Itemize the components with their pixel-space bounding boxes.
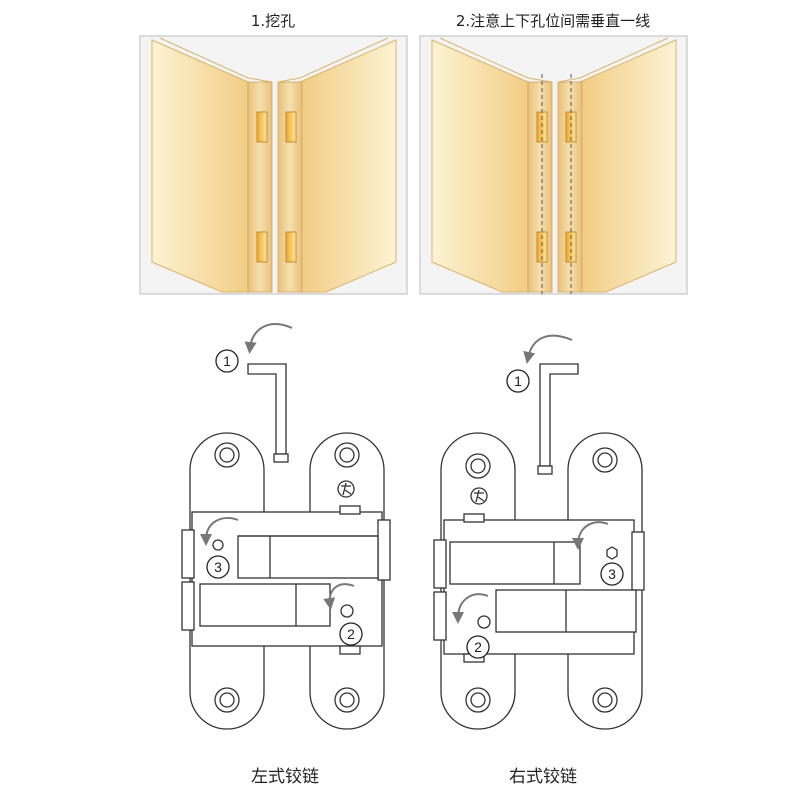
step-1-label: 1.挖孔 [250,12,296,30]
step-marker-2: 2 [339,622,363,646]
brand-logo-icon [470,487,488,505]
right-door-panel [299,39,397,293]
hinge-body [443,519,635,655]
hinge-arm [237,535,379,579]
step-2-label: 2.注意上下孔位间需垂直一线 [455,12,651,30]
brand-logo-icon [337,480,355,498]
step-marker-1: 1 [215,349,239,373]
screw-hole [214,687,240,713]
svg-text:2: 2 [474,639,482,655]
step-2-illustration [419,35,688,295]
rotate-arrow [244,323,293,354]
hex-key [537,363,579,475]
hole-slot [285,111,297,143]
screw-hole [592,687,618,713]
step-marker-3: 3 [600,562,624,586]
hinge-arm [449,541,581,585]
step-marker-3: 3 [206,555,230,579]
left-hinge-caption: 左式铰链 [251,767,319,787]
screw-hole [465,453,491,479]
screw-hole [592,447,618,473]
left-hinge [181,323,391,730]
step-1-illustration [139,35,408,295]
svg-text:3: 3 [214,559,222,575]
hole-slot [565,231,577,263]
screw-hole [465,687,491,713]
rotate-arrow [523,334,573,364]
svg-text:1: 1 [514,373,522,389]
svg-text:3: 3 [608,566,616,582]
hole-slot [256,111,268,143]
right-hinge [433,334,645,730]
left-door-panel [151,39,249,293]
svg-text:2: 2 [347,626,355,642]
right-hinge-caption: 右式铰链 [509,767,577,787]
hole-slot [256,231,268,263]
screw-hole [334,687,360,713]
step-marker-2: 2 [466,635,490,659]
hole-slot [285,231,297,263]
svg-text:1: 1 [223,353,231,369]
step-marker-1: 1 [506,369,530,393]
hinge-arm [199,583,331,627]
hex-key [247,363,289,463]
right-door-panel [579,39,677,293]
hole-slot [536,231,548,263]
screw-hole [214,442,240,468]
screw-hole [334,442,360,468]
left-door-panel [431,39,529,293]
